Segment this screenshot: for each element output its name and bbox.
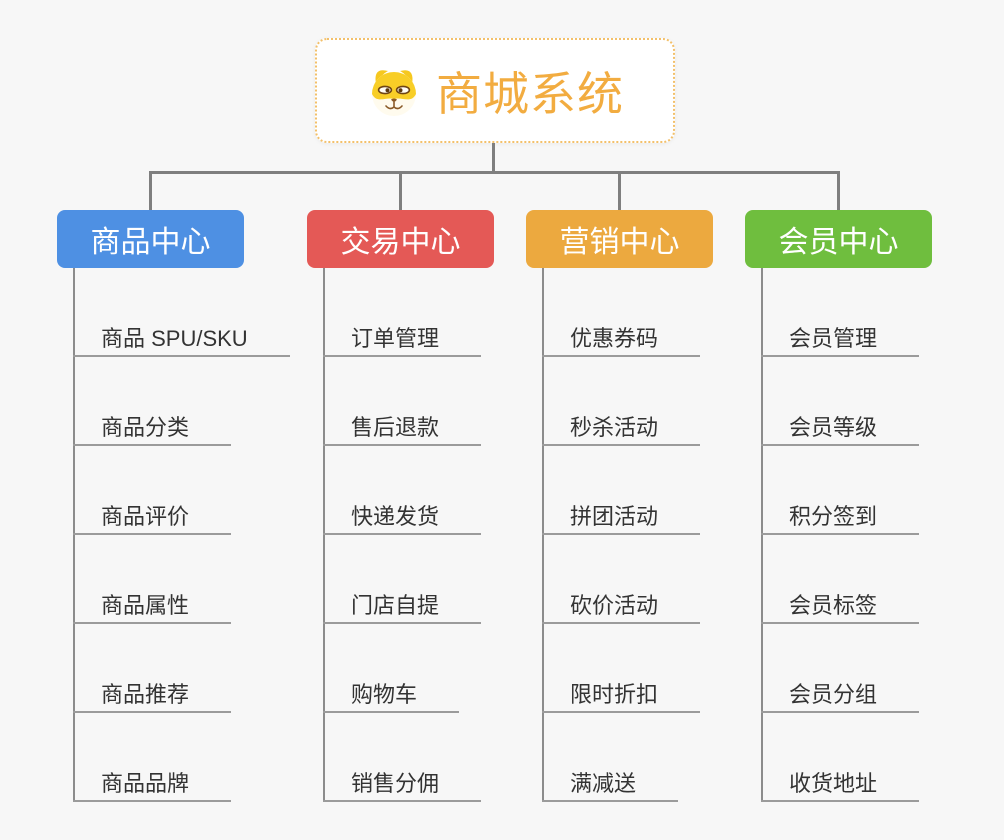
connector-drop-3 (618, 171, 621, 210)
node-item[interactable]: 优惠券码 (542, 322, 701, 357)
root-title: 商城系统 (436, 67, 624, 120)
node-item[interactable]: 商品属性 (73, 589, 232, 624)
node-item[interactable]: 商品 SPU/SKU (73, 322, 290, 357)
node-item[interactable]: 会员管理 (761, 322, 920, 357)
node-item[interactable]: 满减送 (542, 767, 679, 802)
branch-header-marketing-center[interactable]: 营销中心 (526, 210, 713, 268)
node-item[interactable]: 会员标签 (761, 589, 920, 624)
node-item[interactable]: 购物车 (323, 678, 460, 713)
trunk-line-product-center (73, 268, 75, 802)
branch-header-product-center[interactable]: 商品中心 (57, 210, 244, 268)
branch-header-member-center[interactable]: 会员中心 (745, 210, 932, 268)
node-item[interactable]: 门店自提 (323, 589, 482, 624)
node-item[interactable]: 订单管理 (323, 322, 482, 357)
shiba-dog-icon (372, 69, 416, 116)
node-item[interactable]: 商品品牌 (73, 767, 232, 802)
trunk-line-member-center (761, 268, 763, 802)
node-item[interactable]: 售后退款 (323, 411, 482, 446)
node-item[interactable]: 秒杀活动 (542, 411, 701, 446)
trunk-line-marketing-center (542, 268, 544, 802)
node-item[interactable]: 收货地址 (761, 767, 920, 802)
connector-root-stem (492, 143, 495, 173)
node-item[interactable]: 快递发货 (323, 500, 482, 535)
node-item[interactable]: 会员分组 (761, 678, 920, 713)
node-item[interactable]: 销售分佣 (323, 767, 482, 802)
connector-drop-1 (149, 171, 152, 210)
node-item[interactable]: 限时折扣 (542, 678, 701, 713)
node-item[interactable]: 砍价活动 (542, 589, 701, 624)
node-item[interactable]: 商品推荐 (73, 678, 232, 713)
trunk-line-trade-center (323, 268, 325, 802)
node-item[interactable]: 拼团活动 (542, 500, 701, 535)
branch-header-trade-center[interactable]: 交易中心 (307, 210, 494, 268)
node-item[interactable]: 商品分类 (73, 411, 232, 446)
connector-drop-4 (837, 171, 840, 210)
node-item[interactable]: 会员等级 (761, 411, 920, 446)
root-node[interactable]: 商城系统 (315, 38, 675, 143)
node-item[interactable]: 商品评价 (73, 500, 232, 535)
node-item[interactable]: 积分签到 (761, 500, 920, 535)
connector-drop-2 (399, 171, 402, 210)
connector-horizontal-bar (149, 171, 840, 174)
